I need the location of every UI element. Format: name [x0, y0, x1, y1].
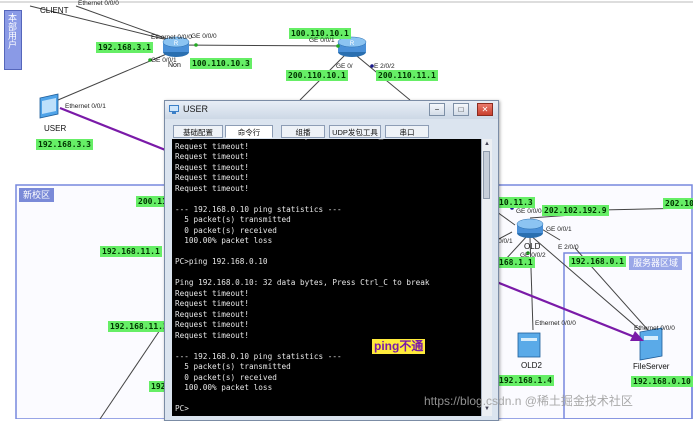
tab-multicast[interactable]: 组播 [281, 125, 325, 138]
close-button[interactable]: ✕ [477, 103, 493, 116]
router-left[interactable]: R [162, 36, 190, 57]
ping-failed-annotation: ping不通 [372, 339, 426, 354]
port-label: E 2/0/2 [374, 63, 395, 70]
console-output: Ping 192.168.0.10: 32 data bytes, Press … [175, 139, 430, 413]
tab-serial[interactable]: 串口 [385, 125, 429, 138]
old-device-name: OLD [524, 242, 541, 251]
window-titlebar[interactable]: USER − □ ✕ [165, 101, 498, 119]
console-scrollbar[interactable]: ▲ ▼ [481, 139, 492, 416]
port-label: Ethernet 0/0/0 [151, 34, 192, 41]
client-label: CLIENT [40, 6, 69, 15]
fileserver-device-name: FileServer [633, 362, 670, 371]
new-campus-area-title: 新校区 [19, 188, 55, 202]
scroll-down-icon[interactable]: ▼ [484, 406, 490, 412]
port-label: E 0/0/1 [492, 238, 513, 245]
ip-label: 200.11 [136, 196, 169, 207]
fileserver-icon[interactable] [639, 327, 663, 361]
window-app-icon [169, 105, 179, 114]
user-terminal-window[interactable]: USER − □ ✕ 基础配置 命令行 组播 UDP发包工具 串口 Ping 1… [164, 100, 499, 421]
port-label: GE 0/0/0 [191, 33, 217, 40]
ip-label: 192 [149, 381, 168, 392]
ip-label: 100.110.10.1 [289, 28, 351, 39]
router-right[interactable]: R [337, 36, 367, 57]
maximize-button[interactable]: □ [453, 103, 469, 116]
ip-label: 202.10 [663, 198, 693, 209]
ip-label: 200.110.11.1 [376, 70, 438, 81]
headquarters-user-area: 本部用户 [4, 10, 22, 70]
ip-label: 192.168.3.1 [96, 42, 153, 53]
ip-label: 200.110.10.1 [286, 70, 348, 81]
ip-label: 192.168.11.1 [100, 246, 162, 257]
server-zone-area [563, 252, 693, 419]
port-label: GE 0/0/2 [520, 252, 546, 259]
port-label: GE 0/0/1 [546, 226, 572, 233]
tab-command-line[interactable]: 命令行 [225, 125, 273, 138]
scroll-up-icon[interactable]: ▲ [484, 141, 490, 147]
user-device-name: USER [44, 124, 67, 133]
ip-label: 100.110.10.3 [190, 58, 252, 69]
ip-label: 192.168.11.3 [108, 321, 170, 332]
user-pc-icon[interactable] [39, 93, 59, 119]
router-left-label: R [174, 41, 179, 47]
tab-basic-config[interactable]: 基础配置 [173, 125, 223, 138]
ip-label: 192.168.0.10 [631, 376, 693, 387]
router-old[interactable] [516, 218, 544, 238]
ip-label: 202.102.192.9 [542, 205, 609, 216]
port-label: E 2/0/0 [558, 244, 579, 251]
port-label: GE 0/0/1 [151, 57, 177, 64]
port-label: Ethernet 0/0/0 [634, 325, 675, 332]
command-console[interactable]: Ping 192.168.0.10: 32 data bytes, Press … [172, 139, 481, 416]
ip-label: 192.168.3.3 [36, 139, 93, 150]
port-label: GE 0/0/0 [516, 208, 542, 215]
port-label: Ethernet 0/0/1 [65, 103, 106, 110]
svg-text:R: R [350, 41, 355, 47]
ip-label: 168.1.1 [497, 257, 535, 268]
watermark: https://blog.csdn.n @稀土掘金技术社区 [424, 394, 633, 408]
ip-label: 192.168.1.4 [497, 375, 554, 386]
port-label: Ethernet 0/0/0 [535, 320, 576, 327]
port-label: GE 0/ [336, 63, 353, 70]
router-left-caption: Non [168, 62, 181, 69]
port-label: Ethernet 0/0/0 [78, 0, 119, 7]
scroll-thumb[interactable] [483, 151, 490, 199]
headquarters-user-area-label: 本部用户 [7, 13, 17, 49]
server-zone-title: 服务器区域 [629, 256, 683, 270]
ip-label: 10.11.3 [497, 197, 535, 208]
window-title: USER [183, 104, 209, 114]
tab-udp-tool[interactable]: UDP发包工具 [329, 125, 381, 138]
old2-device-name: OLD2 [521, 361, 542, 370]
minimize-button[interactable]: − [429, 103, 445, 116]
port-label: GE 0/0/1 [309, 37, 335, 44]
old2-server-icon[interactable] [517, 332, 541, 358]
ip-label: 192.168.0.1 [569, 256, 626, 267]
